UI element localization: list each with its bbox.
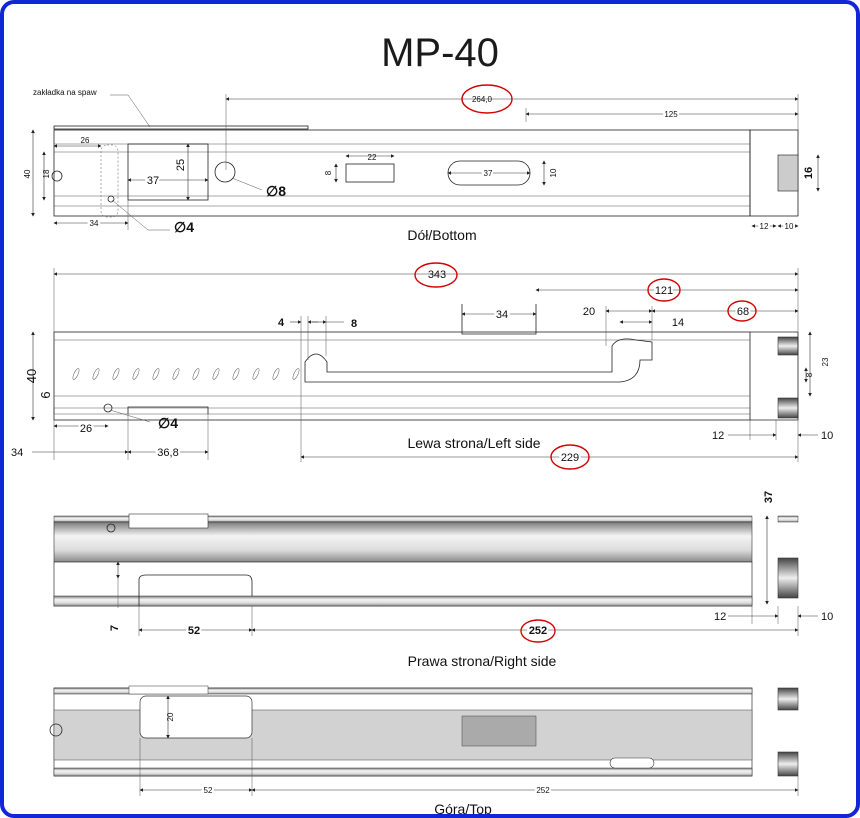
dim-34-left: 34 <box>11 447 23 459</box>
dim-8a: 8 <box>324 170 333 175</box>
dim-10b: 10 <box>785 222 794 231</box>
annotation-circle-68 <box>727 300 757 322</box>
right-rail-body <box>53 521 753 563</box>
left-side-view: 343 121 68 4 8 34 20 14 40 6 26 ∅4 23 <box>11 262 833 470</box>
dim-12-left: 12 <box>712 430 724 442</box>
dim-26-left: 26 <box>80 423 92 435</box>
caption-top: Góra/Top <box>434 801 492 814</box>
bottom-view: zakładka na spaw 264,0 125 26 40 18 25 <box>23 84 820 243</box>
hole-4-left-label: ∅4 <box>158 415 178 431</box>
dim-229: 229 <box>561 452 579 464</box>
dim-18: 18 <box>42 169 51 178</box>
dim-8b: 8 <box>805 372 814 377</box>
dim-52-top: 52 <box>204 786 213 795</box>
dim-23: 23 <box>821 357 830 366</box>
drawing-title: MP-40 <box>381 31 499 75</box>
hole-4-label: ∅4 <box>174 219 194 235</box>
dim-8: 8 <box>351 318 357 330</box>
dim-34-slot: 34 <box>496 309 508 321</box>
left-rail-body <box>53 331 751 421</box>
dim-25: 25 <box>175 159 187 171</box>
caption-right: Prawa strona/Right side <box>408 653 557 669</box>
dim-20-top: 20 <box>166 712 175 721</box>
dim-7: 7 <box>109 625 121 631</box>
dim-10: 10 <box>549 168 558 177</box>
caption-left: Lewa strona/Left side <box>407 435 540 451</box>
dim-252-top: 252 <box>536 786 550 795</box>
dim-40: 40 <box>23 169 32 178</box>
weld-tab-note: zakładka na spaw <box>33 88 97 97</box>
dim-37b: 37 <box>484 169 493 178</box>
dim-343: 343 <box>428 269 446 281</box>
dim-40-left: 40 <box>24 369 39 383</box>
dim-36-8: 36,8 <box>157 447 178 459</box>
dim-10-right: 10 <box>821 611 833 623</box>
dim-20: 20 <box>583 306 595 318</box>
dim-26: 26 <box>81 136 90 145</box>
right-side-view: 37 7 12 10 52 252 Prawa strona/Right sid… <box>53 491 833 669</box>
dim-37a: 37 <box>147 175 159 187</box>
dim-22: 22 <box>368 153 377 162</box>
technical-drawing: MP-40 zakładka na spaw 264,0 125 26 40 <box>11 31 833 814</box>
dim-10-left: 10 <box>821 430 833 442</box>
annotation-circle-252 <box>520 619 556 643</box>
dim-252-right: 252 <box>529 625 547 637</box>
annotation-circle-229 <box>550 444 590 470</box>
dim-4: 4 <box>278 317 285 329</box>
dim-68: 68 <box>737 306 749 318</box>
dim-12: 12 <box>760 222 769 231</box>
hole-8-label: ∅8 <box>266 183 286 199</box>
dim-52-right: 52 <box>188 625 200 637</box>
caption-bottom: Dół/Bottom <box>407 227 476 243</box>
dim-12-right: 12 <box>714 611 726 623</box>
hole-8 <box>214 161 236 183</box>
dim-121: 121 <box>655 285 673 297</box>
bottom-rail-body <box>53 129 751 217</box>
annotation-circle-264 <box>461 84 513 114</box>
annotation-circle-121 <box>647 278 681 302</box>
dim-125: 125 <box>664 110 678 119</box>
annotation-circle-343 <box>414 262 458 288</box>
dim-37-right: 37 <box>763 491 775 503</box>
dim-6: 6 <box>38 391 53 398</box>
top-view: 20 52 252 Góra/Top <box>49 685 799 814</box>
dim-34: 34 <box>90 219 99 228</box>
dim-14: 14 <box>672 317 684 329</box>
cutout-rect <box>127 143 209 201</box>
dim-264: 264,0 <box>472 95 493 104</box>
dim-16: 16 <box>803 167 815 179</box>
slot-row <box>72 368 300 380</box>
